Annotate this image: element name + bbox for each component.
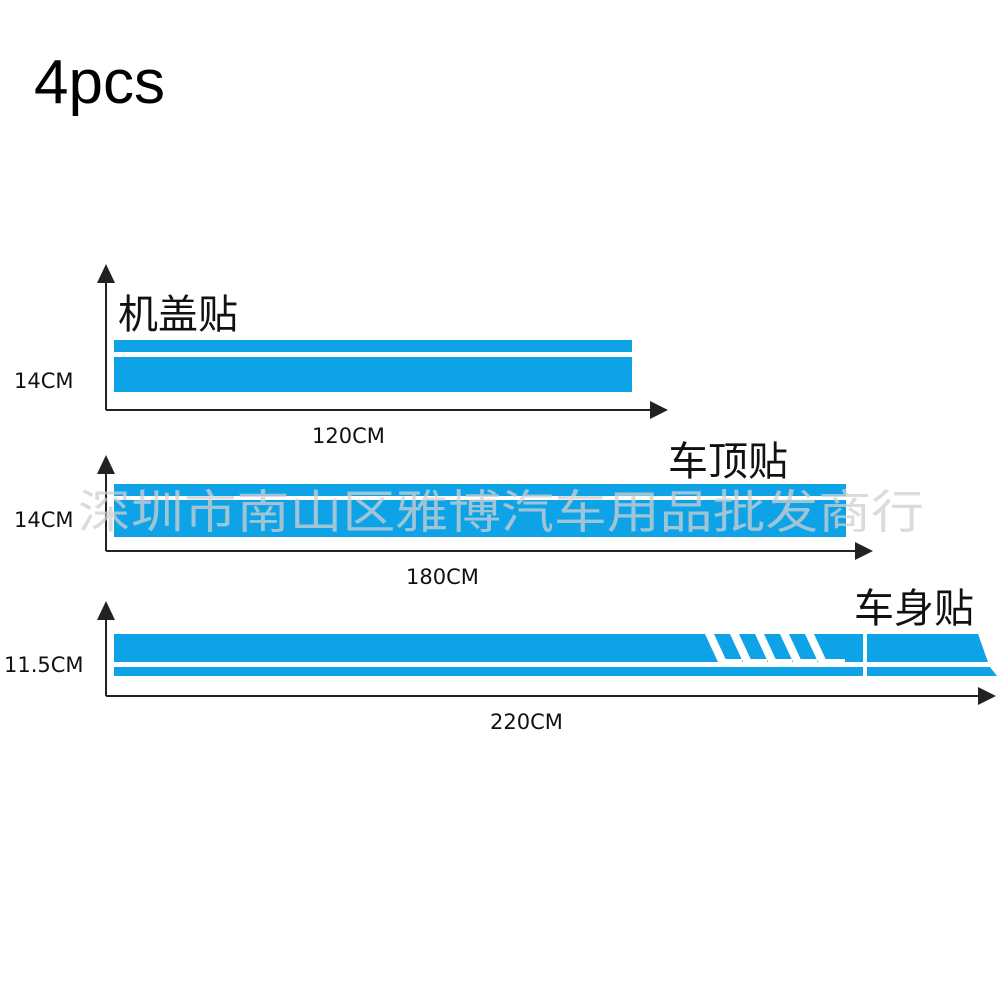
body-stripe-wide-left [114, 634, 863, 662]
roof-height-label: 14CM [14, 508, 74, 532]
hood-sticker-group: 机盖贴 14CM 120CM [14, 264, 668, 448]
body-width-label: 220CM [490, 710, 563, 734]
hood-stripe-wide [114, 357, 632, 392]
body-height-label: 11.5CM [4, 653, 84, 677]
roof-sticker-group: 车顶贴 14CM 180CM [14, 439, 873, 589]
product-count-title: 4pcs [34, 48, 165, 117]
right-arrow-icon [650, 401, 668, 419]
up-arrow-icon [97, 455, 115, 474]
roof-stripe-wide [114, 500, 846, 537]
hood-sticker-name: 机盖贴 [118, 292, 238, 338]
hood-height-label: 14CM [14, 369, 74, 393]
up-arrow-icon [97, 601, 115, 620]
hood-width-label: 120CM [312, 424, 385, 448]
roof-sticker-name: 车顶贴 [668, 439, 788, 485]
body-sticker-name: 车身贴 [854, 586, 974, 632]
right-arrow-icon [855, 542, 873, 560]
body-stripe-thin-left [114, 667, 863, 676]
slash-accent-pattern [705, 634, 845, 662]
roof-width-label: 180CM [406, 565, 479, 589]
roof-stripe-thin [114, 484, 846, 496]
shop-watermark: 深圳市南山区雅博汽车用品批发商行 [78, 485, 924, 539]
body-sticker-group: 车身贴 11.5CM 220CM [4, 586, 997, 734]
up-arrow-icon [97, 264, 115, 283]
hood-stripe-thin [114, 340, 632, 352]
body-stripe-wide-right [867, 634, 988, 662]
body-stripe-thin-right [867, 667, 997, 676]
right-arrow-icon [978, 687, 996, 705]
